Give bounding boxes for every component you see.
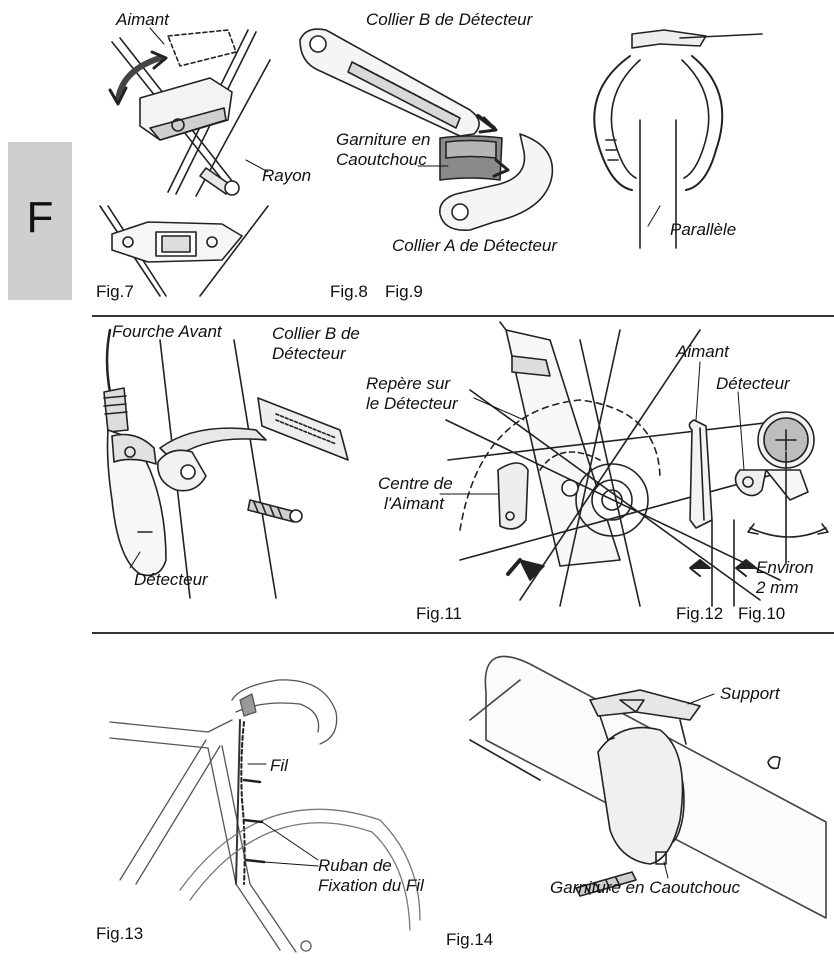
fig13-tape-label-line2: Fixation du Fil xyxy=(318,876,424,895)
section-letter: F xyxy=(26,193,54,242)
fig11-sensor-mark-label-line1: Repère sur xyxy=(366,374,451,393)
fig13-wire-label: Fil xyxy=(270,756,288,775)
fig12-magnet-label: Aimant xyxy=(676,342,729,361)
fig12-sensor-label: Détecteur xyxy=(716,374,790,393)
fig11-magnet-center-label-line2: l'Aimant xyxy=(384,494,444,513)
leader-lines xyxy=(130,28,744,878)
fig7-illustration xyxy=(100,30,270,296)
fig13-illustration xyxy=(110,680,420,952)
fig10-bracket-b-label-line2: Détecteur xyxy=(272,344,346,363)
fig7-magnet-label: Aimant xyxy=(116,10,169,29)
divider-top xyxy=(92,315,834,317)
fig14-rubber-pad-label: Garniture en Caoutchouc xyxy=(550,878,740,897)
divider-bottom xyxy=(92,632,834,634)
fig14-illustration xyxy=(470,656,826,918)
fig10-illustration xyxy=(104,330,348,598)
fig13-caption: Fig.13 xyxy=(96,924,144,943)
fig9-illustration xyxy=(594,30,762,248)
fig9-caption: Fig.9 xyxy=(385,282,423,301)
fig12-caption: Fig.12 xyxy=(676,604,724,623)
fig10-caption: Fig.10 xyxy=(738,604,786,623)
fig10-fork-label: Fourche Avant xyxy=(112,322,222,341)
section-tab: F xyxy=(8,142,72,300)
fig12-gap-label-line2: 2 mm xyxy=(756,578,799,597)
fig12-illustration xyxy=(689,412,828,606)
fig11-magnet-center-label-line1: Centre de xyxy=(378,474,453,493)
fig8-caption: Fig.8 xyxy=(330,282,368,301)
fig8-rubber-pad-label-line2: Caoutchouc xyxy=(336,150,427,169)
fig11-sensor-mark-label-line2: le Détecteur xyxy=(366,394,458,413)
fig9-parallel-label: Parallèle xyxy=(670,220,737,239)
fig7-spoke-label: Rayon xyxy=(262,166,312,185)
fig14-bracket-label: Support xyxy=(720,684,780,703)
fig12-gap-label-line1: Environ xyxy=(756,558,814,577)
fig10-bracket-b-label-line1: Collier B de xyxy=(272,324,360,343)
fig8-bracket-a-label: Collier A de Détecteur xyxy=(392,236,558,255)
fig7-caption: Fig.7 xyxy=(96,282,134,301)
fig11-caption: Fig.11 xyxy=(416,604,462,623)
fig8-rubber-pad-label-line1: Garniture en xyxy=(336,130,431,149)
fig8-bracket-b-label: Collier B de Détecteur xyxy=(366,10,533,29)
fig10-sensor-label: Détecteur xyxy=(134,570,208,589)
fig14-caption: Fig.14 xyxy=(446,930,494,949)
fig13-tape-label-line1: Ruban de xyxy=(318,856,392,875)
fig8-illustration xyxy=(300,29,552,230)
fig11-illustration xyxy=(446,322,790,606)
